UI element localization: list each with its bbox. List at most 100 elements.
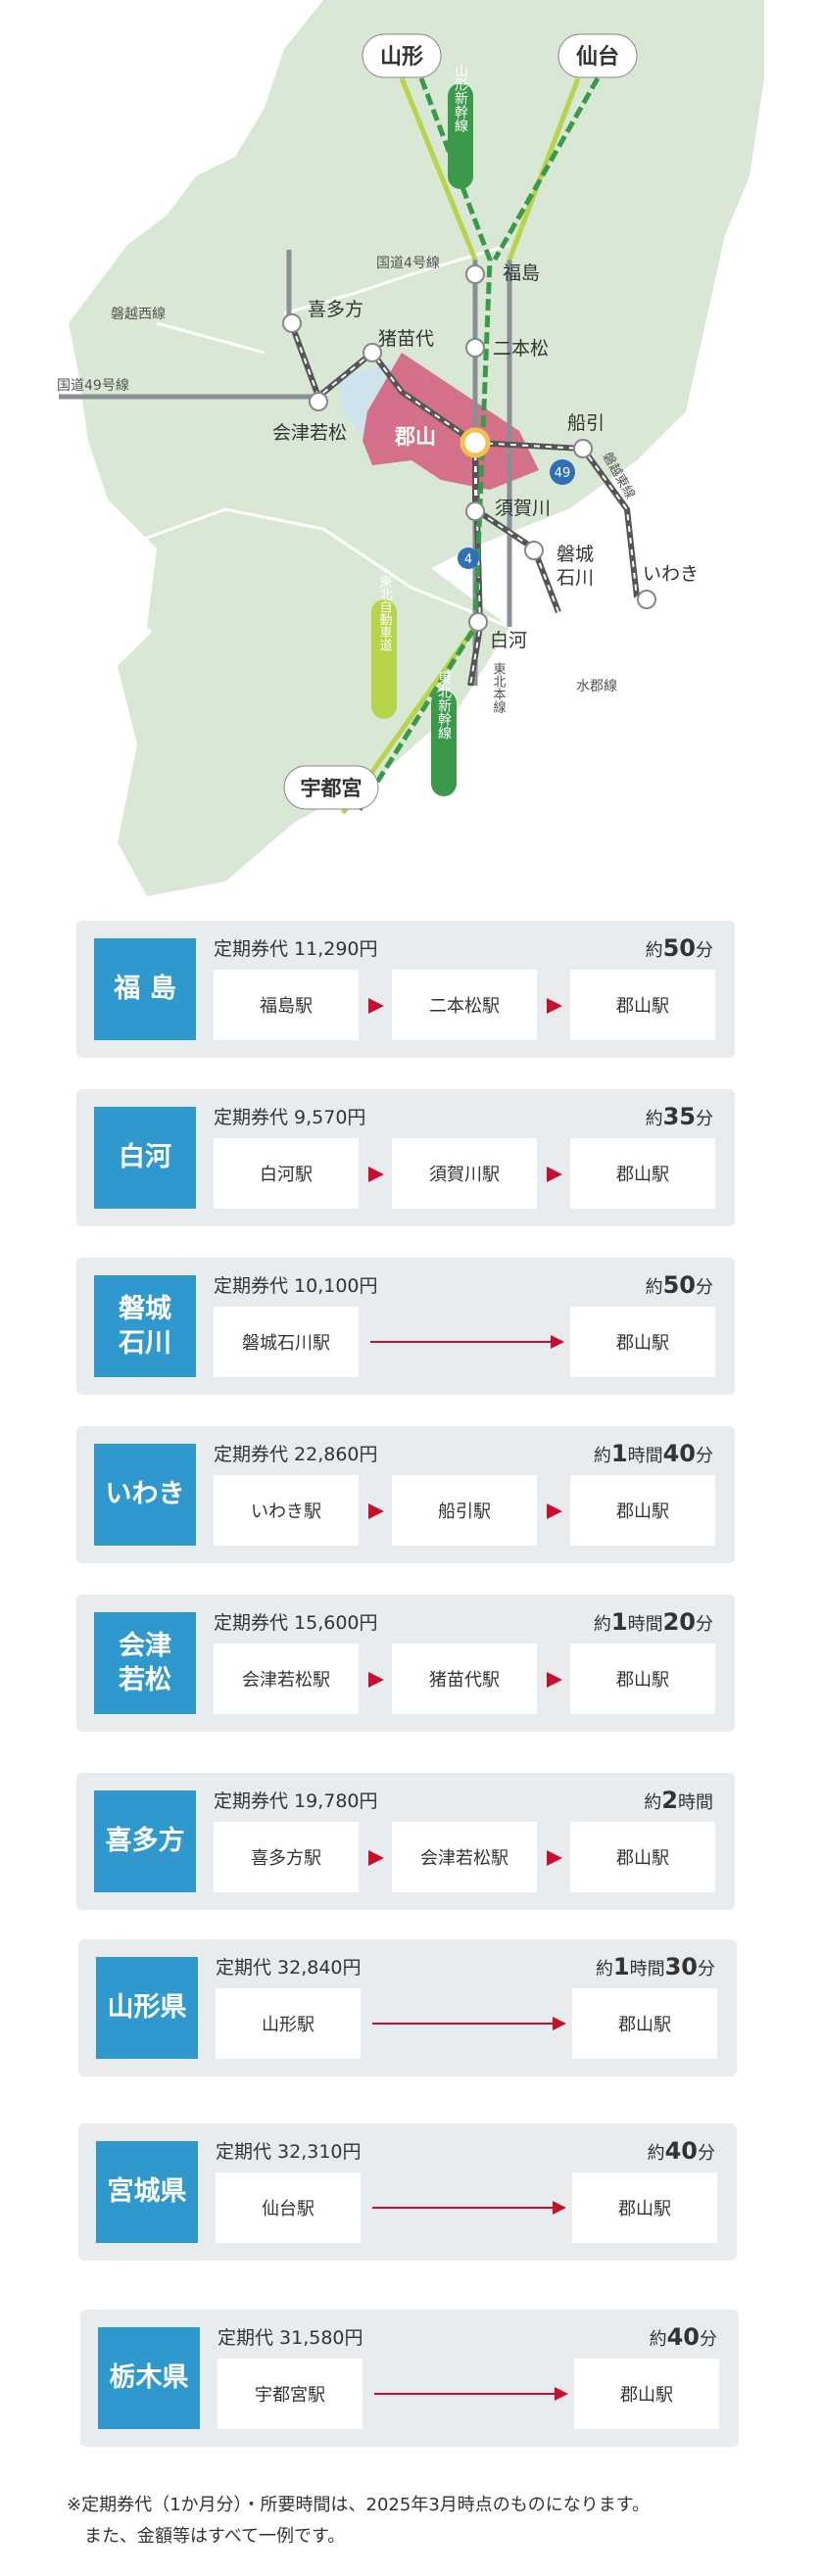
time-time-num: 1: [610, 1608, 628, 1636]
route-card: 白河定期券代 9,570円約35分白河駅須賀川駅郡山駅: [76, 1089, 735, 1226]
pref-boundary: [117, 243, 707, 629]
time-time-mid: 時間: [627, 1614, 663, 1635]
label-route4: 国道4号線: [376, 256, 440, 271]
arrow-icon: [547, 1850, 562, 1866]
travel-time: 約50分: [646, 1271, 713, 1299]
svg-text:4: 4: [464, 552, 472, 567]
route-card: 栃木県定期代 31,580円約40分宇都宮駅郡山駅: [80, 2310, 739, 2447]
station-box: 須賀川駅: [392, 1138, 537, 1209]
fare-text: 定期代 32,840円: [216, 1957, 362, 1979]
time-time-num: 50: [662, 934, 696, 962]
svg-text:山形: 山形: [380, 45, 423, 70]
svg-text:宇都宮: 宇都宮: [301, 777, 363, 800]
area-label: 喜多方: [94, 1790, 196, 1892]
svg-text:福島: 福島: [503, 262, 540, 284]
area-label: 磐城 石川: [94, 1275, 196, 1377]
travel-time: 約1時間20分: [594, 1608, 713, 1636]
svg-text:東北新幹線: 東北新幹線: [436, 671, 452, 739]
label-suigun: 水郡線: [576, 679, 617, 694]
time-time-unit: 分: [696, 1109, 713, 1129]
long-arrow-icon: [372, 2201, 566, 2215]
time-time-mid: 時間: [627, 1446, 663, 1466]
station-label-iwaki-ishikawa: 磐城石川: [557, 544, 594, 589]
time-time-unit: 分: [696, 940, 713, 961]
route-card: いわき定期券代 22,860円約1時間40分いわき駅船引駅郡山駅: [76, 1426, 735, 1563]
time-time-pre: 約: [645, 1109, 663, 1129]
time-time-unit: 分: [698, 2143, 715, 2164]
travel-time: 約2時間: [644, 1787, 713, 1814]
route-card: 磐城 石川定期券代 10,100円約50分磐城石川駅郡山駅: [76, 1258, 735, 1395]
travel-time: 約50分: [646, 934, 713, 962]
arrow-icon: [368, 1672, 384, 1688]
station-box: 会津若松駅: [392, 1822, 537, 1892]
fare-text: 定期代 31,580円: [218, 2327, 363, 2349]
station-box: 郡山駅: [570, 1138, 715, 1209]
arrow-icon: [547, 1672, 562, 1688]
station-box: 郡山駅: [572, 1988, 717, 2059]
fare-text: 定期代 32,310円: [216, 2141, 362, 2163]
time-time-pre: 約: [593, 1446, 611, 1466]
travel-time: 約40分: [648, 2137, 715, 2165]
label-tohoku-expressway: 東北自動車道: [371, 574, 397, 719]
svg-text:仙台: 仙台: [576, 44, 619, 70]
station-box: 二本松駅: [392, 970, 537, 1040]
time-time-unit: 分: [696, 1446, 713, 1466]
time-time-num: 1: [612, 1953, 630, 1980]
route-card: 会津 若松定期券代 15,600円約1時間20分会津若松駅猪苗代駅郡山駅: [76, 1595, 735, 1732]
fare-text: 定期券代 9,570円: [214, 1107, 366, 1128]
arrow-icon: [368, 998, 384, 1014]
route-card: 福 島定期券代 11,290円約50分福島駅二本松駅郡山駅: [76, 921, 735, 1058]
koriyama-station-marker: [460, 427, 491, 458]
station-box: 山形駅: [216, 1988, 361, 2059]
koriyama-area: [363, 353, 539, 490]
time-time-num: 40: [664, 2137, 698, 2165]
route-card: 宮城県定期代 32,310円約40分仙台駅郡山駅: [78, 2123, 737, 2261]
svg-text:船引: 船引: [567, 412, 605, 434]
station-box: 猪苗代駅: [392, 1644, 537, 1714]
station-box: 仙台駅: [216, 2172, 361, 2243]
area-label: いわき: [94, 1444, 196, 1546]
route-card: 山形県定期代 32,840円 約1時間30分山形駅 郡山駅: [78, 1939, 737, 2076]
time-time-unit: 分: [696, 1614, 713, 1635]
long-arrow-icon: [370, 1335, 564, 1349]
footnote: ※定期券代（1か月分）・所要時間は、2025年3月時点のものになります。 また、…: [67, 2490, 650, 2552]
route-map: 山形 仙台 宇都宮 山形新幹線 東北自動車道 東北新幹線 東北本線 磐越東線 磐…: [0, 0, 823, 896]
station-box: 磐城石川駅: [214, 1307, 359, 1377]
time-time-pre: 約: [647, 2143, 665, 2164]
shield-route49: 49: [550, 459, 575, 485]
travel-time: 約1時間30分: [596, 1953, 715, 1980]
station-box: 郡山駅: [574, 2359, 719, 2429]
time-time-pre: 約: [595, 1959, 613, 1980]
time-time-pre: 約: [649, 2329, 667, 2350]
station-box: いわき駅: [214, 1475, 359, 1546]
svg-text:郡山: 郡山: [394, 425, 436, 449]
label-route49: 国道49号線: [57, 378, 129, 394]
station-box: 会津若松駅: [214, 1644, 359, 1714]
time-time-num: 1: [610, 1440, 628, 1467]
svg-text:いわき: いわき: [643, 563, 699, 585]
area-label: 山形県: [96, 1957, 198, 2059]
station-labels: 福島 二本松 喜多方 猪苗代 会津若松 郡山 船引 須賀川 磐城石川 いわき 白…: [272, 262, 699, 651]
area-label: 白河: [94, 1107, 196, 1209]
fare-text: 定期券代 19,780円: [214, 1790, 378, 1812]
bubble-utsunomiya: 宇都宮: [283, 765, 379, 810]
time-time-pre: 約: [593, 1614, 611, 1635]
bubble-yamagata: 山形: [362, 33, 442, 78]
station-box: 郡山駅: [570, 1644, 715, 1714]
fare-text: 定期券代 15,600円: [214, 1612, 378, 1634]
arrow-icon: [547, 1503, 562, 1519]
time-time-unit: 分: [698, 1959, 715, 1980]
bubble-sendai: 仙台: [557, 33, 638, 78]
time-time-num: 40: [666, 2323, 700, 2351]
station-box: 宇都宮駅: [218, 2359, 363, 2429]
time-time-pre: 約: [645, 1277, 663, 1298]
arrow-icon: [547, 1167, 562, 1182]
travel-time: 約35分: [646, 1103, 713, 1130]
svg-text:猪苗代: 猪苗代: [378, 328, 434, 350]
arrow-icon: [368, 1503, 384, 1519]
label-banetsu-west: 磐越西線: [111, 307, 166, 322]
area-label: 栃木県: [98, 2327, 200, 2429]
arrow-icon: [368, 1850, 384, 1866]
time-time-num2: 30: [664, 1953, 698, 1980]
station-box: 郡山駅: [570, 970, 715, 1040]
